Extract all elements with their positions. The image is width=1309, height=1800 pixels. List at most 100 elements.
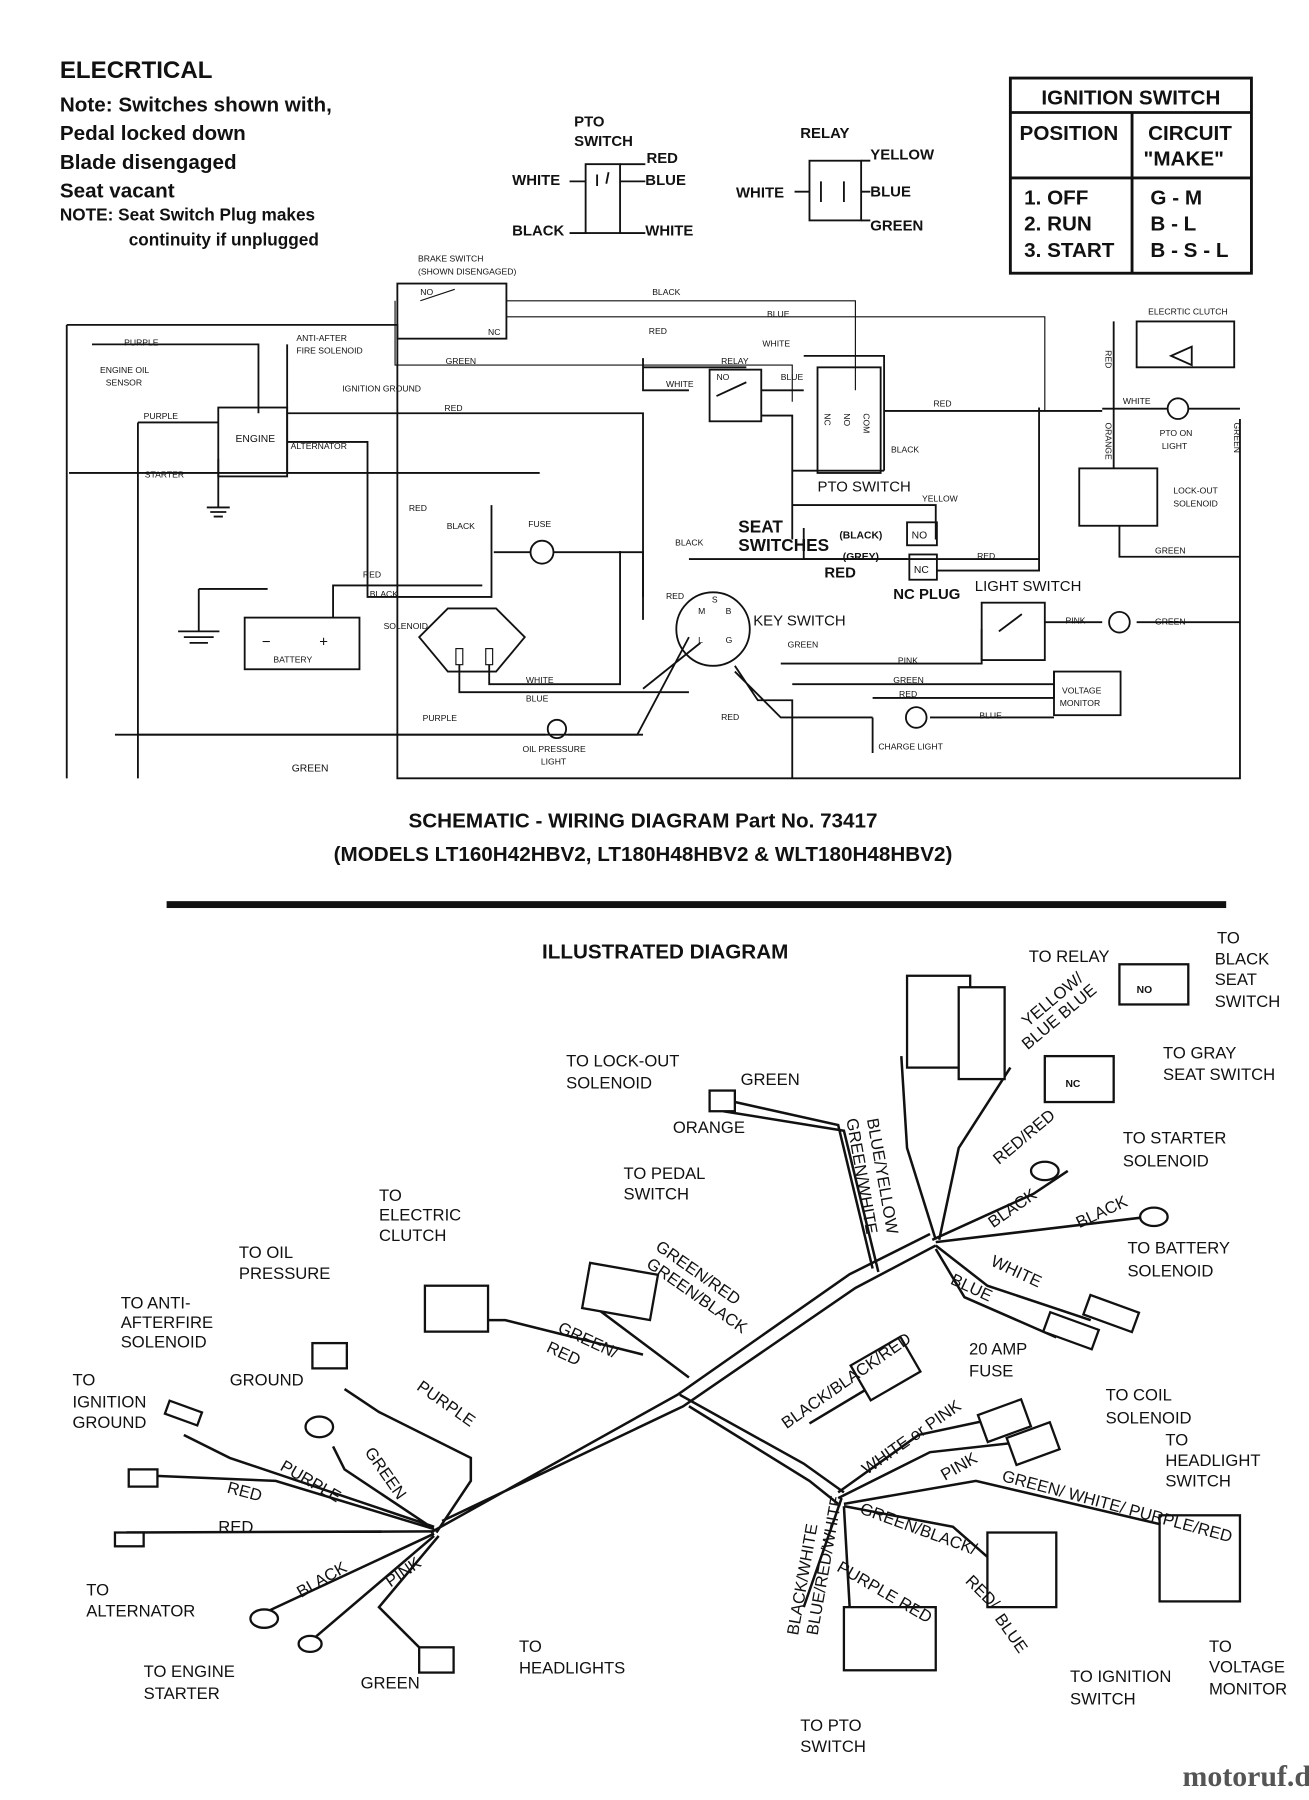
wire-label: RED [444,403,462,413]
wire-label: RED [646,150,678,167]
callout-gray-seat: SEAT SWITCH [1163,1065,1275,1084]
contact-label: NO [842,413,852,426]
wire-label: ORANGE [1104,422,1114,460]
wire-label: PURPLE [413,1377,478,1431]
callout-ground: GROUND [230,1371,304,1390]
callout-battery-solenoid: SOLENOID [1127,1262,1213,1281]
table-cell: 3. START [1024,239,1115,262]
wire-label: RED [225,1478,264,1505]
watermark-logo: motoruf.de [1183,1760,1309,1793]
callout-ignition-ground: GROUND [72,1413,146,1432]
callout-black-seat: SWITCH [1215,992,1281,1011]
schematic-wiring: ENGINE −+ [65,282,1241,780]
callout-oil-pressure: PRESSURE [239,1264,330,1283]
wire-label: GREEN [1155,545,1186,555]
brake-switch-note: (SHOWN DISENGAGED) [418,266,516,276]
callout-lockout: TO LOCK-OUT [566,1051,679,1070]
charge-light-label: CHARGE LIGHT [878,742,943,752]
illustrated-callouts: TO RELAY TO BLACK SEAT SWITCH TO GRAY SE… [72,929,1287,1756]
callout-pto-switch: TO PTO [800,1716,861,1735]
wire-label: RED [977,551,995,561]
key-terminal: L [698,635,703,645]
callout-ignition-ground: TO [72,1371,95,1390]
oil-sensor-label: SENSOR [106,378,142,388]
callout-pedal-switch: TO PEDAL [624,1164,706,1183]
wire-label: BLACK [985,1185,1041,1232]
table-cell: 2. RUN [1024,213,1092,236]
pto-light-label: PTO ON [1160,428,1193,438]
callout-headlight-switch: SWITCH [1165,1472,1231,1491]
callout-engine-starter: TO ENGINE [144,1662,235,1681]
callout-voltage-monitor: TO [1209,1637,1232,1656]
brake-switch-label: BRAKE SWITCH [418,254,483,264]
connector-label: NO [1137,985,1153,996]
callout-alternator: ALTERNATOR [86,1601,195,1620]
callout-black-seat: SEAT [1215,970,1257,989]
schematic-title: SCHEMATIC - WIRING DIAGRAM Part No. 7341… [409,810,878,833]
wire-label: RED [721,712,739,722]
contact-label: NO [716,372,729,382]
callout-headlights: HEADLIGHTS [519,1659,625,1678]
wire-label: GREEN [788,639,819,649]
wire-label: PINK [898,656,918,666]
table-cell: B - S - L [1150,239,1228,262]
callout-to-relay: TO RELAY [1029,947,1110,966]
solenoid-label: SOLENOID [384,621,428,631]
anti-after-fire-label: FIRE SOLENOID [296,346,362,356]
pto-legend-title: SWITCH [574,133,633,150]
wire-label: PINK [1065,615,1085,625]
callout-voltage-monitor: MONITOR [1209,1679,1287,1698]
table-cell: G - M [1150,186,1202,209]
callout-electric-clutch: CLUTCH [379,1226,446,1245]
seat-note: NOTE: Seat Switch Plug makes [60,204,315,224]
callout-engine-starter: STARTER [144,1684,220,1703]
wire-label: WHITE [736,184,784,201]
callout-starter-solenoid: TO STARTER [1123,1128,1226,1147]
wire-label: WHITE [666,379,694,389]
callout-headlight-switch: TO [1165,1430,1188,1449]
wire-label: GREEN [870,218,923,235]
callout-lockout: SOLENOID [566,1073,652,1092]
wire-label: RED [649,326,667,336]
wire-label: YELLOW [922,494,959,504]
note-line: Note: Switches shown with, [60,93,332,116]
oil-pressure-light-label: OIL PRESSURE [522,744,585,754]
lockout-solenoid-label: LOCK-OUT [1173,486,1218,496]
illustrated-harness: NO NC [113,963,1242,1674]
wire-label: RED [363,569,381,579]
callout-ignition-switch: TO IGNITION [1070,1667,1171,1686]
wire-label: WHITE [762,339,790,349]
wire-label: WHITE [988,1251,1045,1291]
seat-switch-color: (BLACK) [839,530,882,541]
oil-pressure-light-label: LIGHT [541,757,567,767]
callout-ignition-ground: IGNITION [72,1392,146,1411]
wire-label: RED [933,398,951,408]
callout-headlights: TO [519,1637,542,1656]
callout-anti-afterfire: AFTERFIRE [121,1313,213,1332]
wire-label: WHITE [645,222,693,239]
pto-light-label: LIGHT [1162,441,1188,451]
relay-legend: RELAY YELLOW WHITE BLUE GREEN [736,125,935,235]
table-cell: 1. OFF [1024,186,1088,209]
anti-after-fire-label: ANTI-AFTER [296,333,347,343]
page-title: ELECRTICAL [60,57,213,84]
wire-label: WHITE [512,172,560,189]
callout-gray-seat: TO GRAY [1163,1043,1236,1062]
wire-label: GREEN [741,1070,800,1089]
callout-black-seat: BLACK [1215,949,1270,968]
wire-label: GREEN [292,763,329,774]
wire-label: ORANGE [673,1118,745,1137]
contact-label: NC [488,327,500,337]
wire-label: GREEN/BLACK/ [857,1499,979,1559]
wire-label: YELLOW [870,147,935,164]
illustrated-title: ILLUSTRATED DIAGRAM [542,941,788,964]
table-title: IGNITION SWITCH [1041,86,1220,109]
wire-label: PURPLE [277,1456,344,1506]
lockout-solenoid-label: SOLENOID [1173,498,1217,508]
wire-label: WHITE [1123,396,1151,406]
wire-label: BLACK [652,287,680,297]
note-line: Seat vacant [60,179,175,202]
wire-label: BLUE [870,183,911,200]
wire-label: RED [899,689,917,699]
key-terminal: G [726,635,733,645]
